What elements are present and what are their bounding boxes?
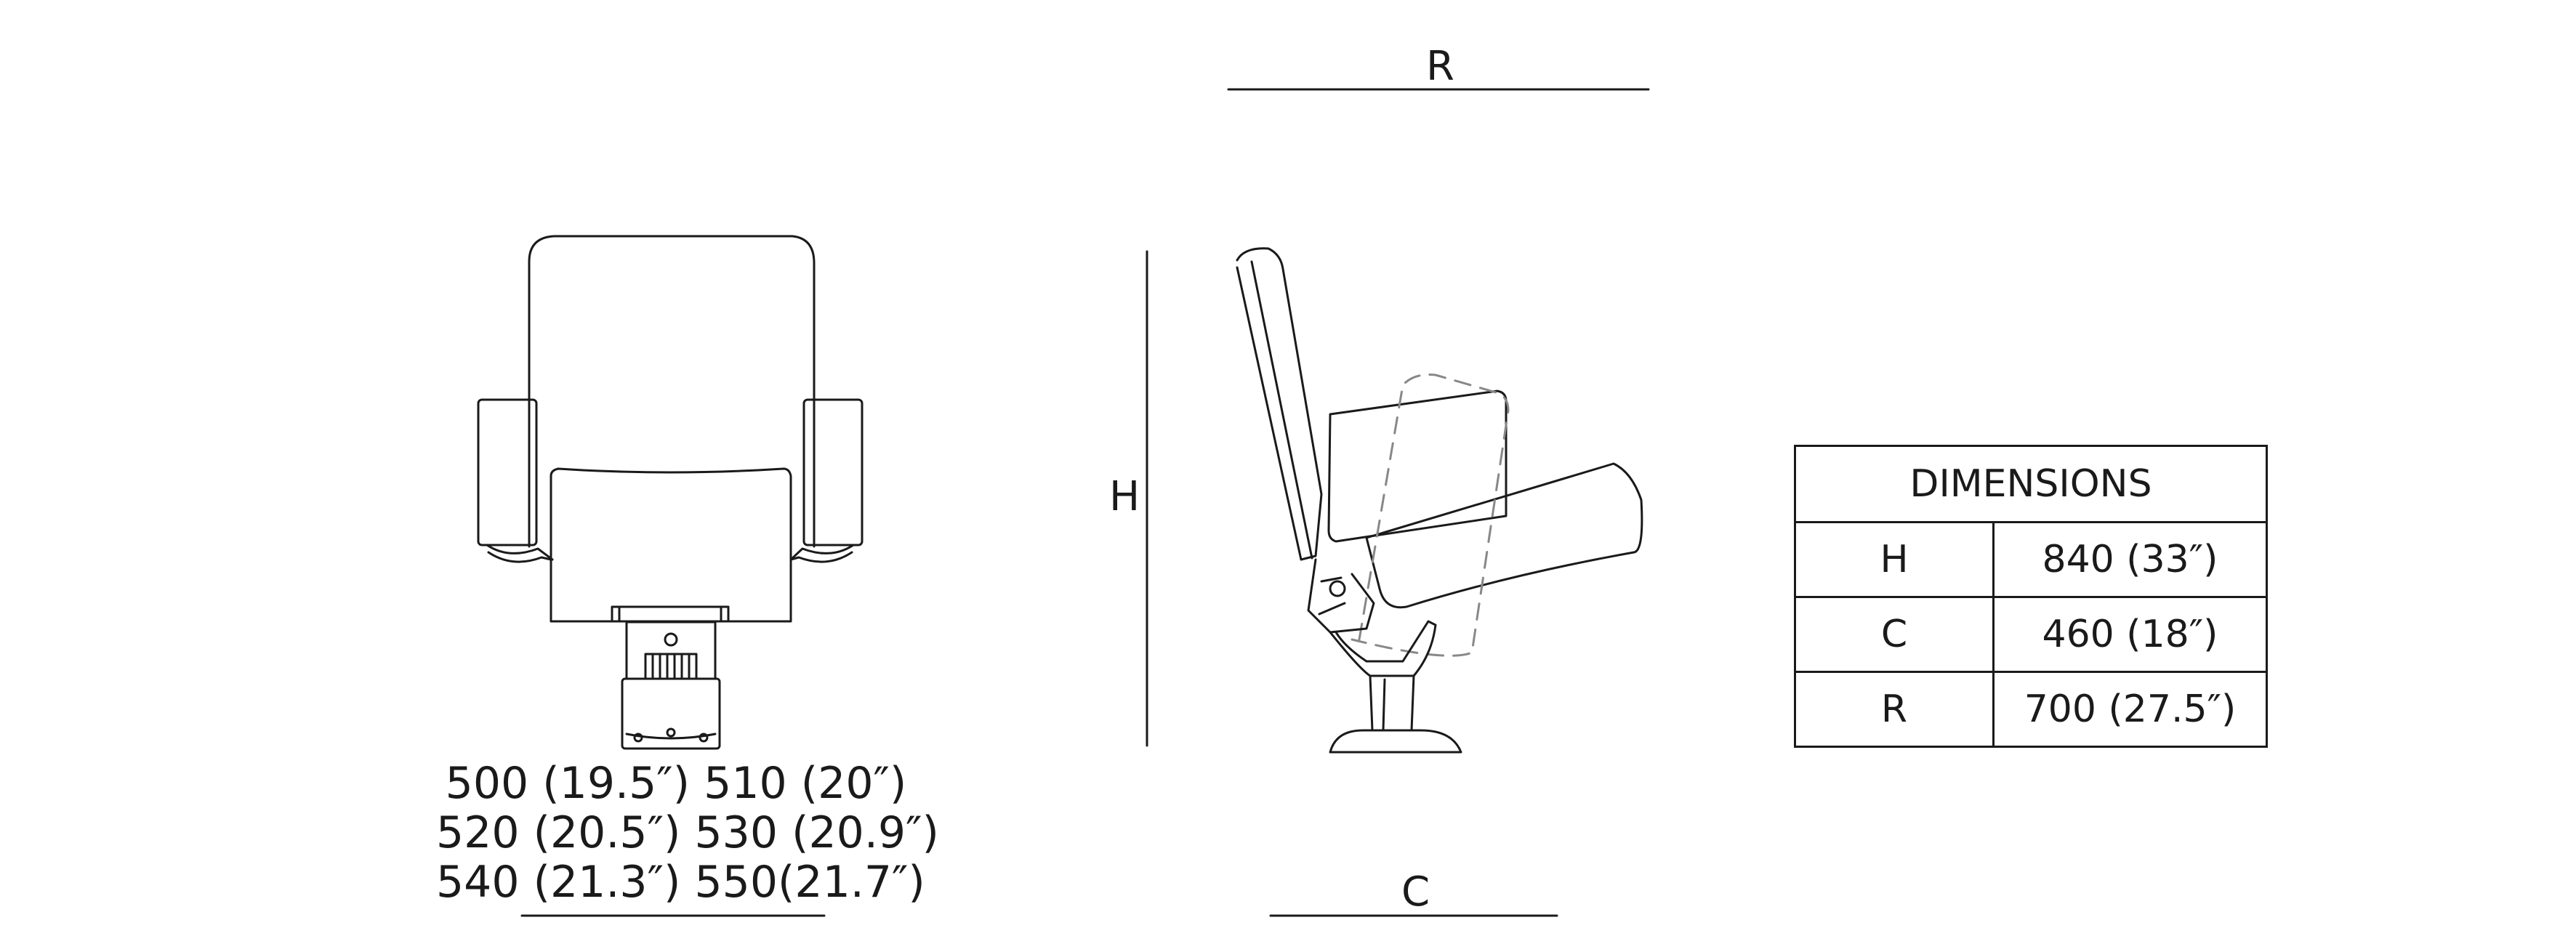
table-key: C [1794, 596, 1995, 673]
table-value: 840 (33″) [1992, 521, 2268, 598]
seat-width-line: 540 (21.3″) 550(21.7″) [436, 857, 925, 908]
front-arm-bracket-right [789, 544, 855, 563]
front-foot-bolt [699, 733, 709, 743]
side-foot-base [1329, 729, 1462, 754]
front-foot-bolt [666, 727, 676, 738]
seat-width-options: 500 (19.5″) 510 (20″) 520 (20.5″) 530 (2… [436, 758, 939, 908]
side-seat-cushion-folded [1351, 374, 1510, 657]
side-seat-cushion-down [1365, 462, 1643, 609]
dimensions-table: DIMENSIONS H 840 (33″) C 460 (18″) R 700… [1794, 445, 2268, 748]
table-row: R 700 (27.5″) [1794, 671, 2268, 748]
front-pedestal-bolt [664, 632, 678, 647]
side-backrest [1236, 247, 1323, 561]
front-view-chair [477, 235, 864, 750]
front-pedestal [625, 621, 717, 680]
table-key: R [1794, 671, 1995, 748]
front-armrest-right [802, 398, 864, 546]
front-foot-base [625, 733, 717, 740]
label-r: R [1426, 43, 1454, 90]
table-value: 460 (18″) [1992, 596, 2268, 673]
front-seat-cushion [550, 467, 792, 623]
side-view-chair [1236, 247, 1643, 754]
side-pedestal [1329, 620, 1437, 677]
seat-width-line: 520 (20.5″) 530 (20.9″) [436, 807, 939, 858]
front-seat-bracket [611, 605, 730, 623]
table-row: C 460 (18″) [1794, 596, 2268, 673]
table-key: H [1794, 521, 1995, 598]
side-pedestal-column [1369, 674, 1415, 732]
table-title: DIMENSIONS [1794, 445, 2268, 523]
front-foot-plate [621, 677, 721, 750]
front-hinge-ribs [651, 653, 691, 680]
side-armrest [1327, 390, 1508, 543]
seat-width-line: 500 (19.5″) 510 (20″) [445, 758, 907, 809]
side-pivot [1329, 580, 1346, 597]
table-row: H 840 (33″) [1794, 521, 2268, 598]
table-value: 700 (27.5″) [1992, 671, 2268, 748]
side-backrest-inner [1250, 260, 1313, 560]
front-backrest [528, 235, 816, 548]
label-c: C [1401, 868, 1430, 916]
front-foot-bolt [633, 733, 643, 743]
label-h: H [1109, 473, 1140, 520]
front-armrest-left [477, 398, 538, 546]
side-mechanism [1307, 558, 1375, 634]
table-header-row: DIMENSIONS [1794, 445, 2268, 523]
front-arm-bracket-left [486, 544, 554, 563]
